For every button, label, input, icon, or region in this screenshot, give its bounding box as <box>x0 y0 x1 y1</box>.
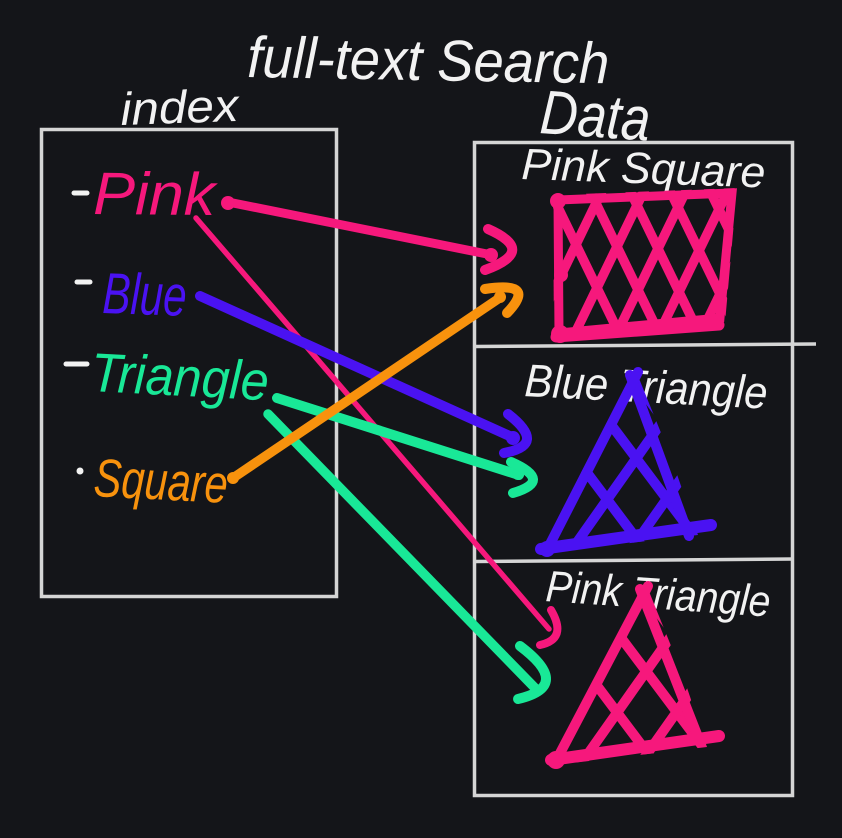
svg-text:Pink Square: Pink Square <box>521 140 767 197</box>
svg-text:Data: Data <box>538 78 653 155</box>
svg-text:index: index <box>120 79 242 135</box>
svg-text:Square: Square <box>92 448 229 515</box>
svg-text:Blue: Blue <box>102 261 188 329</box>
svg-text:full-text Search: full-text Search <box>247 25 610 96</box>
svg-text:Triangle: Triangle <box>89 341 270 412</box>
svg-text:Pink: Pink <box>93 160 219 228</box>
